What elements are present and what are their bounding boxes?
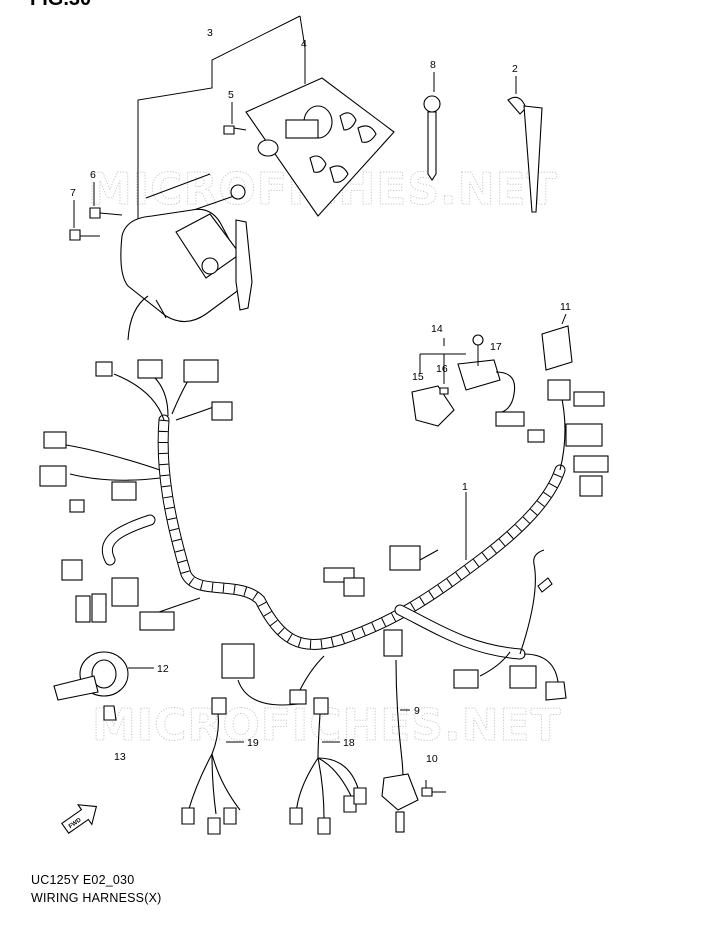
callout-9[interactable]: 9 — [414, 705, 420, 717]
callout-3[interactable]: 3 — [207, 27, 213, 39]
starter-relay-group — [411, 313, 573, 443]
main-wiring-harness — [39, 359, 609, 706]
callout-7[interactable]: 7 — [70, 187, 76, 199]
forward-arrow-icon: FWD — [61, 804, 98, 835]
diagram-code: UC125Y E02_030 — [31, 873, 135, 887]
callout-11[interactable]: 11 — [560, 301, 571, 313]
callout-14[interactable]: 14 — [431, 323, 443, 335]
callout-18[interactable]: 18 — [343, 737, 355, 749]
callout-15[interactable]: 15 — [412, 371, 424, 383]
callout-10[interactable]: 10 — [426, 753, 438, 765]
horn-group — [53, 651, 154, 721]
callout-19[interactable]: 19 — [247, 737, 259, 749]
callout-16[interactable]: 16 — [436, 363, 448, 375]
callout-8[interactable]: 8 — [430, 59, 436, 71]
callout-13[interactable]: 13 — [114, 751, 126, 763]
callout-2[interactable]: 2 — [512, 63, 518, 75]
diagram-name: WIRING HARNESS(X) — [31, 891, 162, 905]
callout-1[interactable]: 1 — [462, 481, 468, 493]
callout-6[interactable]: 6 — [90, 169, 96, 181]
ignition-switch-group — [69, 15, 543, 341]
callout-leaders — [226, 378, 467, 743]
callout-17[interactable]: 17 — [490, 341, 502, 353]
lead-wires-group — [181, 659, 446, 835]
callout-4[interactable]: 4 — [301, 38, 307, 50]
figure-heading: FIG.30 — [30, 0, 91, 11]
callout-12[interactable]: 12 — [157, 663, 169, 675]
callout-5[interactable]: 5 — [228, 89, 234, 101]
